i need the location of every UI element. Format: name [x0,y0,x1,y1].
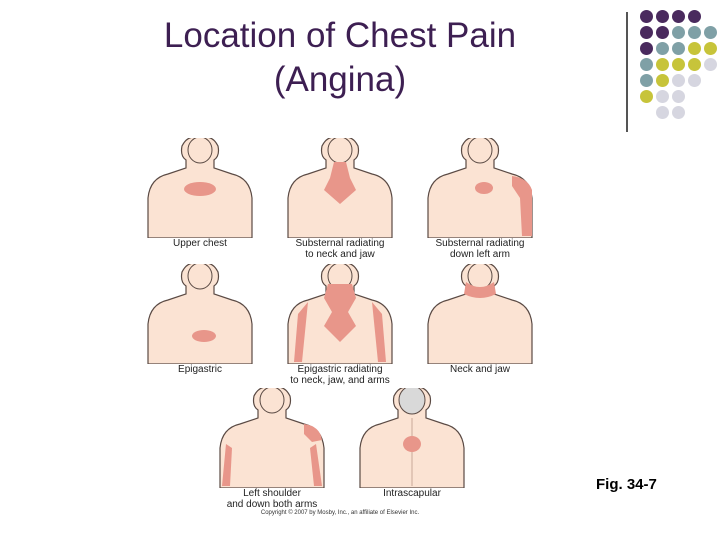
body-illustration [147,138,253,238]
pain-area-right-arm [222,444,232,486]
pain-area [475,182,493,194]
body-illustration [219,388,325,488]
caption-line-1: Intrascapular [383,488,441,499]
caption-line-2: down left arm [449,249,511,260]
caption-line-1: Left shoulder [243,488,301,499]
dot [704,58,717,71]
pain-area [403,436,421,452]
dot [672,26,685,39]
title-line-1: Location of Chest Pain [163,16,517,55]
dot [640,90,653,103]
dot [640,10,653,23]
pain-area [184,182,216,196]
figure-caption: Epigastric [128,364,272,375]
dot [656,42,669,55]
body-illustration [427,264,533,364]
caption-line-1: Epigastric radiating [297,364,383,375]
body-illustration [287,264,393,364]
figure-upper-chest: Upper chest [140,138,260,262]
caption-line-2: to neck, jaw, and arms [290,375,390,386]
caption-line-1: Upper chest [173,238,227,249]
dot [688,58,701,71]
figure-epigastric-neck-jaw-arms: Epigastric radiating to neck, jaw, and a… [280,264,400,388]
dot [672,42,685,55]
dot [672,74,685,87]
pain-area-right-arm [372,302,386,362]
body-illustration [287,138,393,238]
figure-caption: Neck and jaw [408,364,552,375]
dot [656,90,669,103]
decorative-dot-grid [640,10,717,120]
caption-line-2: and down both arms [226,499,318,510]
copyright-notice: Copyright © 2007 by Mosby, Inc., an affi… [260,510,420,516]
dot [688,26,701,39]
dot [672,10,685,23]
body-illustration [427,138,533,238]
dot [640,74,653,87]
dot [640,58,653,71]
dot [656,10,669,23]
pain-area-arm [512,176,532,236]
caption-line-1: Substernal radiating [295,238,385,249]
figure-caption: Epigastric radiating to neck, jaw, and a… [268,364,412,386]
dot [688,42,701,55]
dot [672,90,685,103]
figure-substernal-left-arm: Substernal radiating down left arm [420,138,540,262]
title-line-2: (Angina) [273,60,407,99]
pain-area [324,162,356,204]
body-illustration [359,388,465,488]
slide-title: Location of Chest Pain (Angina) [60,14,620,102]
figure-reference: Fig. 34-7 [596,476,657,493]
dot [688,10,701,23]
dot [656,106,669,119]
dot [704,42,717,55]
pain-area [464,282,496,298]
dot [672,106,685,119]
figure-left-shoulder-both-arms: Left shoulder and down both arms [212,388,332,512]
dot [656,26,669,39]
body-illustration [147,264,253,364]
figure-caption: Left shoulder and down both arms [200,488,344,510]
pain-area-left-arm [294,302,308,362]
dot [656,74,669,87]
pain-area-left-shoulder [304,424,322,442]
dot [704,26,717,39]
figure-substernal-neck-jaw: Substernal radiating to neck and jaw [280,138,400,262]
figure-epigastric: Epigastric [140,264,260,388]
dot [688,74,701,87]
pain-area [192,330,216,342]
dot [640,26,653,39]
pain-area-left-arm [310,444,322,486]
pain-area [324,284,356,342]
figure-neck-jaw: Neck and jaw [420,264,540,388]
figure-intrascapular: Intrascapular [352,388,472,512]
caption-line-1: Epigastric [178,364,222,375]
dot [656,58,669,71]
figure-caption: Intrascapular [340,488,484,499]
figure-caption: Upper chest [128,238,272,249]
figure-caption: Substernal radiating down left arm [408,238,552,260]
caption-line-1: Neck and jaw [449,364,511,375]
caption-line-2: to neck and jaw [305,249,375,260]
dot [672,58,685,71]
figure-caption: Substernal radiating to neck and jaw [268,238,412,260]
dot [640,42,653,55]
divider-line [626,12,628,132]
caption-line-1: Substernal radiating [435,238,525,249]
